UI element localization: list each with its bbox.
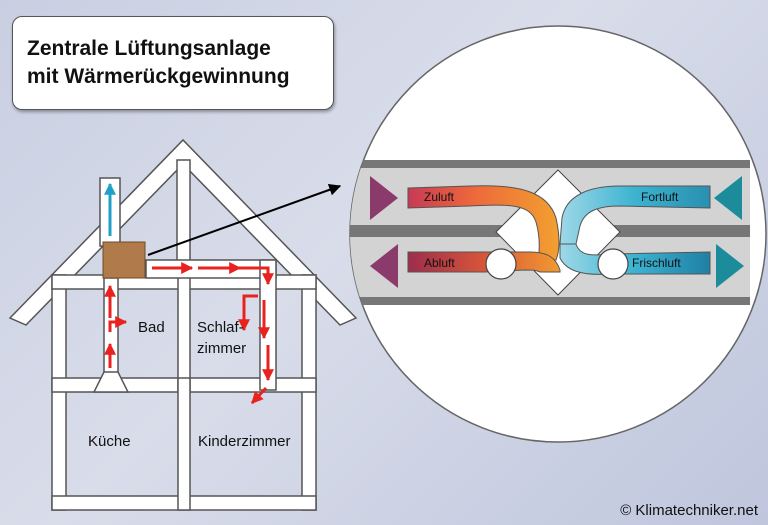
duct-upper-top	[350, 160, 750, 168]
band-frischluft	[559, 243, 711, 275]
arrow-attic-3	[240, 266, 274, 286]
title-line-2: mit Wärmerückgewinnung	[27, 65, 290, 88]
room-label-kueche: Küche	[88, 433, 131, 450]
label-abluft: Abluft	[424, 256, 455, 270]
fan-left	[485, 248, 517, 280]
triangle-zuluft-in	[370, 176, 398, 220]
room-label-kinder: Kinderzimmer	[198, 433, 291, 450]
arrow-kinder	[250, 386, 268, 405]
band-fortluft	[559, 185, 711, 245]
wall-middle-upper	[177, 274, 191, 393]
arrow-bad	[108, 316, 128, 332]
title-line-1: Zentrale Lüftungsanlage	[27, 37, 271, 60]
label-zuluft: Zuluft	[424, 190, 455, 204]
room-label-schlaf-line2: zimmer	[197, 340, 247, 357]
triangle-fortluft-out	[714, 176, 742, 220]
band-abluft	[407, 251, 561, 273]
arrow-schlaf-top	[238, 294, 258, 332]
triangle-frischluft-in	[716, 244, 744, 288]
zoom-pointer	[147, 184, 342, 256]
label-fortluft: Fortluft	[641, 190, 679, 204]
duct-lower-bottom	[350, 297, 750, 305]
copyright: © Klimatechniker.net	[620, 502, 758, 519]
duct-vertical-right	[259, 259, 277, 391]
duct-funnel	[92, 371, 130, 393]
title-box: Zentrale Lüftungsanlage mit Wärmerückgew…	[12, 16, 334, 110]
room-label-bad: Bad	[138, 319, 165, 336]
wall-middle-lower	[177, 377, 191, 511]
band-zuluft	[407, 185, 560, 261]
exchanger-detail: Zuluft Fortluft Abluft Frischluft	[350, 160, 750, 305]
house	[8, 138, 358, 511]
roof	[8, 138, 358, 326]
ventilation-unit	[102, 241, 146, 279]
airflow-arrows	[104, 262, 274, 405]
label-frischluft: Frischluft	[632, 256, 681, 270]
triangle-abluft-out	[370, 244, 398, 288]
room-label-schlaf-line1: Schlaf-	[197, 319, 244, 336]
fan-right	[597, 248, 629, 280]
